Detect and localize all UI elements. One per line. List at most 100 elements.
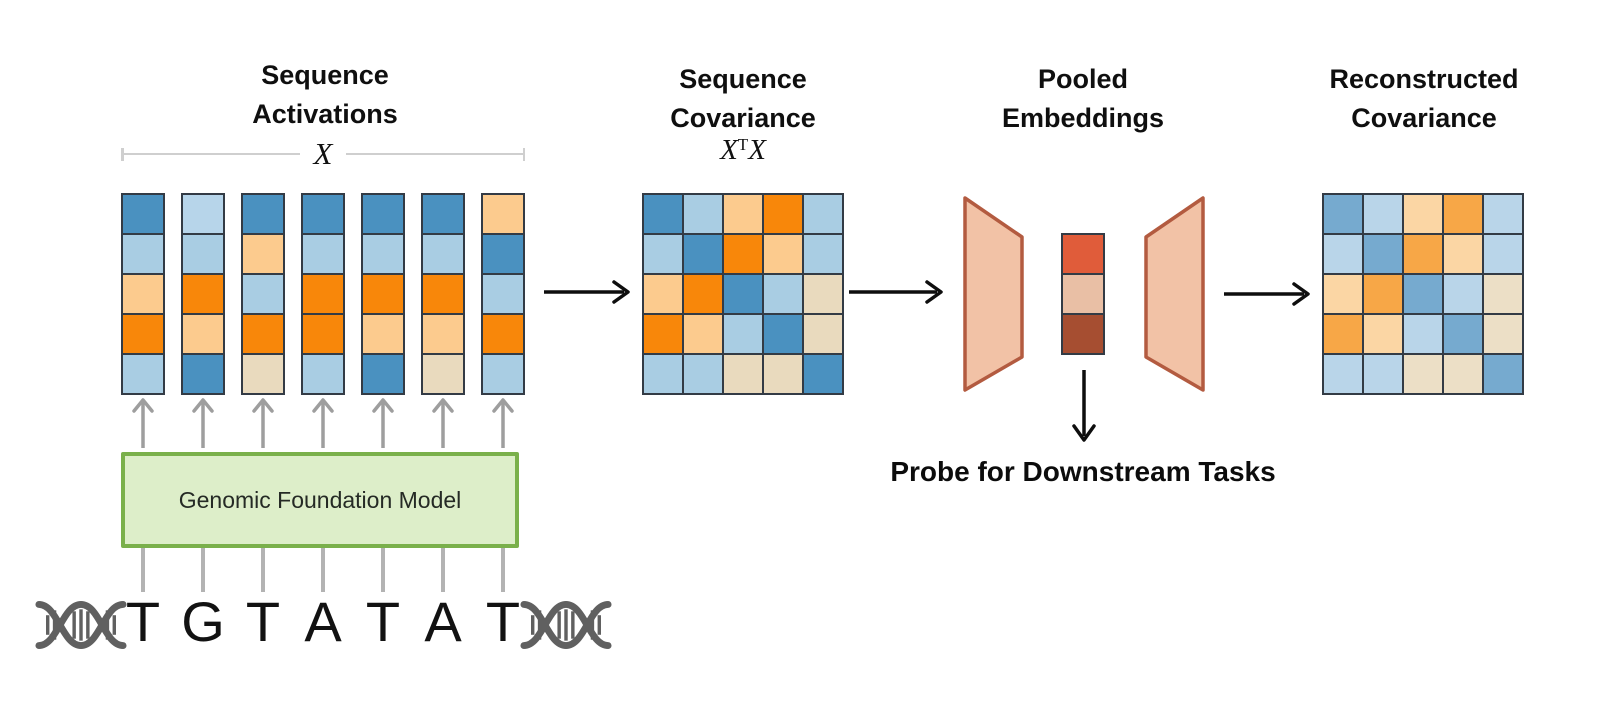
model-input-line — [501, 548, 505, 592]
activation-cell — [303, 355, 343, 393]
activation-cell — [123, 315, 163, 353]
embedding-cell — [1063, 275, 1103, 313]
covariance-cell — [684, 315, 722, 353]
activation-cell — [183, 235, 223, 273]
model-output-arrow — [492, 398, 514, 448]
probe-label: Probe for Downstream Tasks — [890, 456, 1276, 487]
reconstructed-cell — [1364, 235, 1402, 273]
reconstructed-title-line2: Covariance — [1351, 103, 1497, 133]
covariance-cell — [684, 355, 722, 393]
activation-column-7 — [481, 193, 525, 395]
activation-cell — [363, 235, 403, 273]
decoder-trapezoid — [1144, 196, 1205, 392]
covariance-cell — [644, 235, 682, 273]
activation-cell — [363, 355, 403, 393]
covariance-cell — [804, 315, 842, 353]
autoencoder — [963, 196, 1205, 392]
activation-cell — [183, 195, 223, 233]
embedding-cell — [1063, 315, 1103, 353]
model-output-arrow — [312, 398, 334, 448]
reconstructed-cell — [1444, 275, 1482, 313]
activation-cell — [483, 355, 523, 393]
reconstructed-cell — [1484, 195, 1522, 233]
covariance-cell — [724, 195, 762, 233]
dna-base-letter: G — [181, 590, 225, 653]
reconstructed-cell — [1444, 195, 1482, 233]
activation-cell — [303, 275, 343, 313]
reconstructed-cell — [1404, 195, 1442, 233]
activation-cell — [303, 235, 343, 273]
activation-cell — [363, 315, 403, 353]
pooled-embedding-cells — [1061, 233, 1105, 355]
reconstructed-cell — [1324, 275, 1362, 313]
sequence-activation-columns — [121, 193, 525, 395]
reconstructed-cell — [1404, 355, 1442, 393]
activations-title: Sequence Activations — [125, 56, 525, 134]
reconstructed-title-line1: Reconstructed — [1329, 64, 1519, 94]
covariance-cell — [724, 355, 762, 393]
xtx-math-label: XTX — [633, 134, 853, 167]
activation-cell — [483, 235, 523, 273]
covariance-cell — [764, 275, 802, 313]
activation-cell — [483, 315, 523, 353]
encoder-trapezoid — [963, 196, 1024, 392]
activation-column-4 — [301, 193, 345, 395]
pooled-title-line2: Embeddings — [1001, 103, 1164, 133]
model-output-arrow — [372, 398, 394, 448]
bracket-right-tick — [522, 147, 525, 161]
x-math-label: X — [313, 136, 333, 171]
arrow-activations-to-covariance — [544, 280, 630, 304]
activation-column-1 — [121, 193, 165, 395]
reconstructed-cell — [1404, 235, 1442, 273]
model-input-line — [441, 548, 445, 592]
activation-cell — [363, 195, 403, 233]
arrow-embeddings-to-probe — [1072, 370, 1096, 442]
model-output-arrow — [432, 398, 454, 448]
dna-base-letter: A — [304, 590, 342, 653]
dna-base-letter: T — [365, 590, 401, 653]
covariance-cell — [764, 315, 802, 353]
activation-cell — [363, 275, 403, 313]
reconstructed-cell — [1484, 275, 1522, 313]
reconstructed-cell — [1404, 275, 1442, 313]
covariance-cell — [764, 355, 802, 393]
covariance-cell — [804, 355, 842, 393]
covariance-cell — [644, 355, 682, 393]
covariance-cell — [804, 195, 842, 233]
covariance-cell — [764, 235, 802, 273]
covariance-cell — [684, 195, 722, 233]
covariance-cell — [724, 275, 762, 313]
model-input-line — [141, 548, 145, 592]
dna-base-letter: T — [125, 590, 161, 653]
dna-helix-icon-left — [35, 601, 127, 649]
model-input-line — [261, 548, 265, 592]
activation-column-6 — [421, 193, 465, 395]
xtx-base2: X — [748, 134, 766, 166]
activation-cell — [243, 355, 283, 393]
activation-cell — [123, 235, 163, 273]
pooled-title: Pooled Embeddings — [933, 60, 1233, 138]
activation-cell — [243, 275, 283, 313]
arrow-covariance-to-encoder — [849, 280, 943, 304]
covariance-cell — [644, 195, 682, 233]
covariance-title-line2: Covariance — [670, 103, 816, 133]
activation-cell — [123, 355, 163, 393]
covariance-title: Sequence Covariance — [593, 60, 893, 138]
activations-title-line1: Sequence — [261, 60, 389, 90]
reconstructed-cell — [1444, 235, 1482, 273]
covariance-cell — [644, 275, 682, 313]
activation-cell — [243, 315, 283, 353]
activation-cell — [183, 315, 223, 353]
model-output-arrow — [192, 398, 214, 448]
bracket-left-tick — [121, 147, 124, 161]
reconstructed-cell — [1484, 315, 1522, 353]
reconstructed-cell — [1444, 355, 1482, 393]
covariance-cell — [764, 195, 802, 233]
sequence-covariance-matrix — [642, 193, 844, 395]
bracket-left-line — [123, 152, 300, 156]
covariance-cell — [804, 275, 842, 313]
reconstructed-cell — [1444, 315, 1482, 353]
reconstructed-cell — [1324, 315, 1362, 353]
dna-base-letter: T — [485, 590, 521, 653]
